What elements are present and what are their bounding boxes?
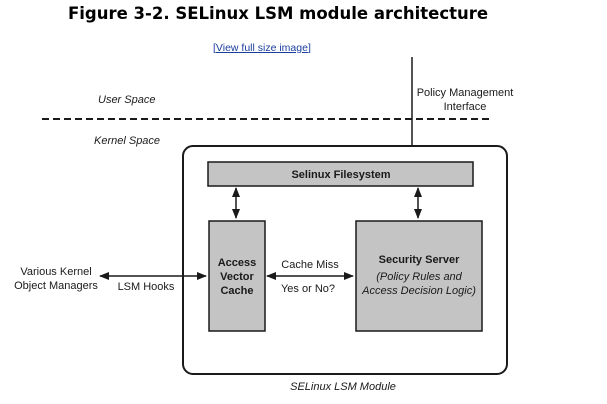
- cache-miss-label: Cache Miss: [281, 259, 339, 271]
- avc-label-line1: Access: [218, 257, 257, 269]
- yes-or-no-label: Yes or No?: [281, 283, 335, 295]
- selinux-filesystem-box: [207, 161, 474, 187]
- security-server-title: Security Server: [379, 254, 460, 266]
- figure-title: Figure 3-2. SELinux LSM module architect…: [68, 4, 489, 23]
- lsm-hooks-label: LSM Hooks: [118, 281, 175, 293]
- security-server-subtitle-line2: Access Decision Logic): [361, 285, 476, 297]
- selinux-filesystem-label: Selinux Filesystem: [291, 169, 390, 181]
- policy-management-label-line2: Interface: [444, 101, 487, 113]
- access-vector-cache-box: [208, 220, 266, 332]
- selinux-module-label: SELinux LSM Module: [290, 381, 396, 393]
- user-space-label: User Space: [98, 94, 155, 106]
- view-full-size-link[interactable]: [View full size image]: [213, 42, 311, 54]
- policy-management-label-line1: Policy Management: [417, 87, 514, 99]
- security-server-subtitle-line1: (Policy Rules and: [376, 271, 462, 283]
- avc-label-line2: Vector: [220, 271, 254, 283]
- kernel-object-managers-line1: Various Kernel: [20, 266, 91, 278]
- kernel-space-label: Kernel Space: [94, 135, 160, 147]
- view-full-size-label: View full size image: [215, 42, 308, 54]
- security-server-box: [355, 220, 483, 332]
- avc-label-line3: Cache: [220, 285, 253, 297]
- kernel-object-managers-line2: Object Managers: [14, 280, 98, 292]
